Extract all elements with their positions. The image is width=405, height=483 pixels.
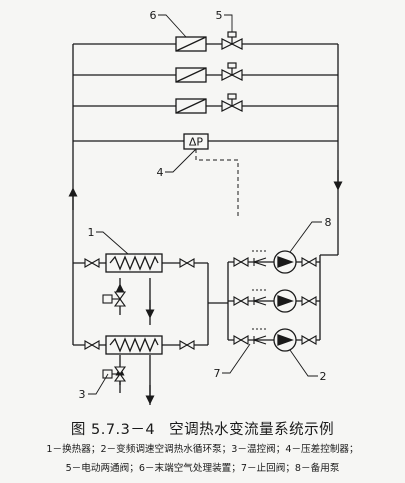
check-valves — [253, 257, 267, 345]
callout-8: 8 — [325, 216, 332, 229]
figure-title: 空调热水变流量系统示例 — [169, 422, 335, 438]
pump-icon — [273, 289, 297, 313]
gate-valves — [84, 257, 317, 350]
callout-5: 5 — [216, 9, 223, 22]
heat-exchanger-bottom — [105, 335, 163, 355]
callout-leaders — [88, 14, 322, 395]
legend-line-2: 5－电动两通阀；6－末端空气处理装置；7－止回阀；8－备用泵 — [65, 463, 340, 474]
heat-exchanger-top — [105, 253, 163, 273]
flow-arrows — [68, 170, 343, 405]
two-way-valve-icon — [221, 62, 243, 81]
figure-number: 图 5.7.3－4 — [70, 422, 156, 438]
callout-1: 1 — [88, 226, 95, 239]
callout-labels: 6 5 4 1 3 7 8 2 — [79, 9, 332, 401]
two-way-valves — [221, 31, 243, 112]
terminal-air-handler-units — [175, 36, 207, 114]
callout-4: 4 — [157, 166, 164, 179]
pump-icon — [273, 328, 297, 352]
heat-exchangers — [105, 253, 163, 355]
temperature-valve-icon — [102, 291, 127, 307]
callout-2: 2 — [320, 370, 327, 383]
figure-caption: 图 5.7.3－4 空调热水变流量系统示例 — [0, 418, 405, 439]
two-way-valve-icon — [221, 31, 243, 50]
legend-line-1: 1－换热器；2－变频调速空调热水循环泵；3－温控阀；4－压差控制器； — [46, 444, 359, 455]
temperature-control-valves — [102, 291, 127, 382]
callout-3: 3 — [79, 388, 86, 401]
temperature-valve-icon — [102, 366, 127, 382]
standby-pump-icon — [273, 250, 297, 274]
callout-7: 7 — [214, 367, 221, 380]
hot-water-system-diagram: ΔP — [68, 9, 343, 405]
dp-label: ΔP — [189, 136, 204, 149]
differential-pressure-controller: ΔP — [183, 133, 239, 218]
figure-legend: 1－换热器；2－变频调速空调热水循环泵；3－温控阀；4－压差控制器； 5－电动两… — [0, 440, 405, 478]
two-way-valve-icon — [221, 93, 243, 112]
circulation-pumps — [273, 250, 297, 352]
callout-6: 6 — [150, 9, 157, 22]
